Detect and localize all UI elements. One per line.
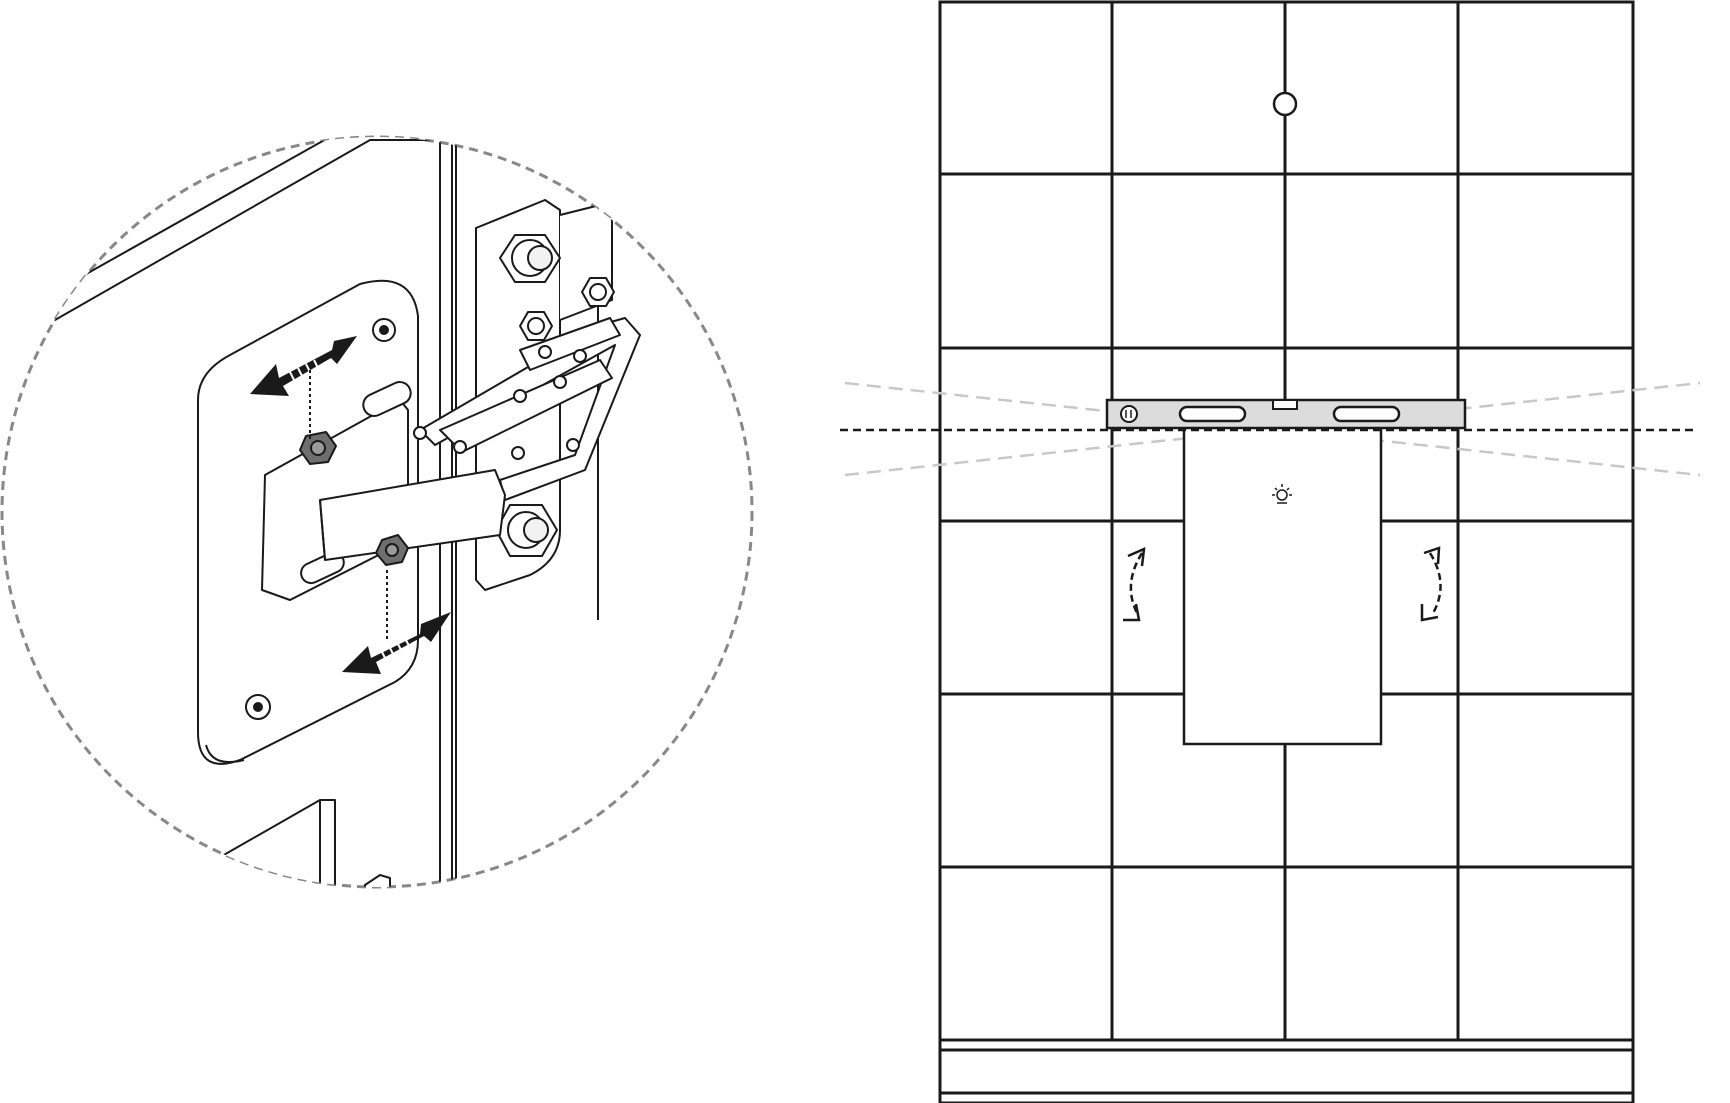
hinge-detail-drawing	[0, 135, 754, 889]
wall-leveling-panel	[780, 0, 1730, 1103]
rotate-arrow-icon	[1123, 546, 1442, 622]
adjust-nut-icon	[299, 431, 409, 566]
large-hex-nut-top	[499, 234, 561, 283]
drawer-handle	[364, 874, 391, 887]
small-nut-2	[519, 311, 553, 341]
cabinet-body	[1182, 418, 1383, 746]
mounting-plate-edge	[205, 744, 245, 764]
level-bar-icon	[1105, 398, 1467, 430]
light-bulb-icon	[1272, 484, 1292, 504]
plumb-line	[1272, 2, 1298, 402]
adjust-arrow-icon	[250, 336, 451, 674]
hook-point	[1272, 91, 1298, 117]
drawer-front	[214, 799, 336, 887]
large-hex-nut-bottom	[495, 504, 558, 557]
level-bubble	[1272, 399, 1298, 410]
hinge-detail-panel	[0, 0, 780, 1103]
wall-leveling-drawing	[840, 0, 1701, 1103]
small-nut-1	[581, 277, 615, 307]
